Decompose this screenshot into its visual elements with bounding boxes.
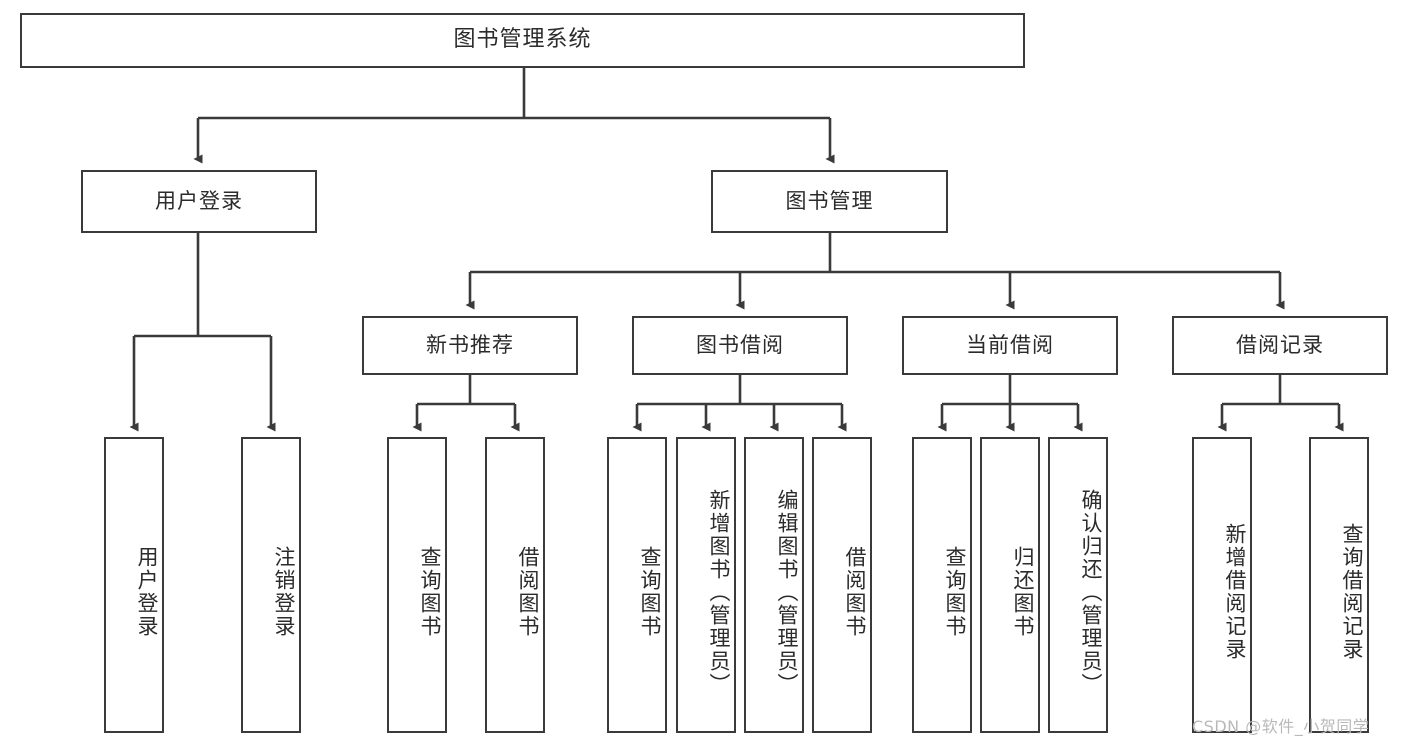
leaf-user-login-logout[interactable]: 注销登录 [241, 437, 301, 733]
node-label: 借阅记录 [1236, 332, 1324, 357]
node-label: 查询借阅记录 [1340, 523, 1364, 661]
node-label: 借阅图书 [843, 546, 867, 638]
node-label: 用户登录 [155, 188, 243, 213]
leaf-current-borrow-confirm-return[interactable]: 确认归还（管理员） [1048, 437, 1108, 733]
node-user-login[interactable]: 用户登录 [81, 170, 317, 233]
watermark-text: CSDN @软件_小贺同学 [1192, 717, 1370, 736]
node-new-book-recommend[interactable]: 新书推荐 [362, 316, 578, 375]
node-label: 借阅图书 [516, 546, 540, 638]
node-label: 查询图书 [638, 546, 662, 638]
leaf-borrow-record-query[interactable]: 查询借阅记录 [1309, 437, 1369, 733]
node-root-system[interactable]: 图书管理系统 [20, 13, 1025, 68]
node-label: 当前借阅 [966, 332, 1054, 357]
node-book-management[interactable]: 图书管理 [711, 170, 948, 233]
leaf-user-login-login[interactable]: 用户登录 [104, 437, 164, 733]
node-label: 查询图书 [943, 546, 967, 638]
node-label: 注销登录 [272, 546, 296, 638]
leaf-book-borrow-borrow[interactable]: 借阅图书 [812, 437, 872, 733]
leaf-new-book-borrow[interactable]: 借阅图书 [485, 437, 545, 733]
node-current-borrow[interactable]: 当前借阅 [902, 316, 1118, 375]
leaf-book-borrow-query[interactable]: 查询图书 [607, 437, 667, 733]
node-label: 新书推荐 [426, 332, 514, 357]
leaf-current-borrow-return[interactable]: 归还图书 [980, 437, 1040, 733]
node-label: 确认归还（管理员） [1079, 488, 1103, 696]
node-label: 图书借阅 [696, 332, 784, 357]
leaf-book-borrow-add[interactable]: 新增图书（管理员） [676, 437, 736, 733]
leaf-borrow-record-add[interactable]: 新增借阅记录 [1192, 437, 1252, 733]
leaf-book-borrow-edit[interactable]: 编辑图书（管理员） [744, 437, 804, 733]
leaf-current-borrow-query[interactable]: 查询图书 [912, 437, 972, 733]
node-label: 用户登录 [135, 546, 159, 638]
node-label: 新增借阅记录 [1223, 523, 1247, 661]
node-label: 图书管理系统 [453, 27, 592, 53]
node-label: 图书管理 [785, 188, 874, 213]
node-label: 编辑图书（管理员） [775, 488, 799, 696]
node-label: 归还图书 [1011, 546, 1035, 638]
node-book-borrow[interactable]: 图书借阅 [632, 316, 848, 375]
leaf-new-book-query[interactable]: 查询图书 [387, 437, 447, 733]
node-label: 新增图书（管理员） [707, 488, 731, 696]
node-borrow-record[interactable]: 借阅记录 [1172, 316, 1388, 375]
node-label: 查询图书 [418, 546, 442, 638]
